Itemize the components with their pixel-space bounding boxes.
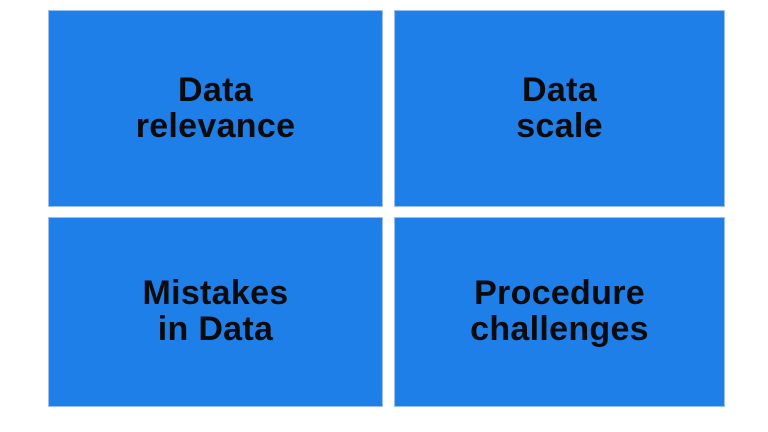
quadrant-label-line: Mistakes — [142, 274, 289, 313]
quadrant-label-line: Data — [522, 70, 597, 109]
quadrant-mistakes-in-data: Mistakes in Data — [48, 217, 383, 407]
quadrant-label-line: in Data — [157, 310, 274, 348]
quadrant-data-relevance: Data relevance — [48, 10, 383, 207]
quadrant-label-line: challenges — [470, 310, 649, 348]
quadrant-label-line: Data — [178, 70, 253, 109]
quadrant-label-line: scale — [516, 106, 603, 145]
quadrant-procedure-challenges: Procedure challenges — [394, 217, 725, 407]
quadrant-label-line: relevance — [135, 106, 296, 145]
quadrant-label-line: Procedure — [474, 274, 645, 313]
quadrant-data-scale: Data scale — [394, 10, 725, 207]
